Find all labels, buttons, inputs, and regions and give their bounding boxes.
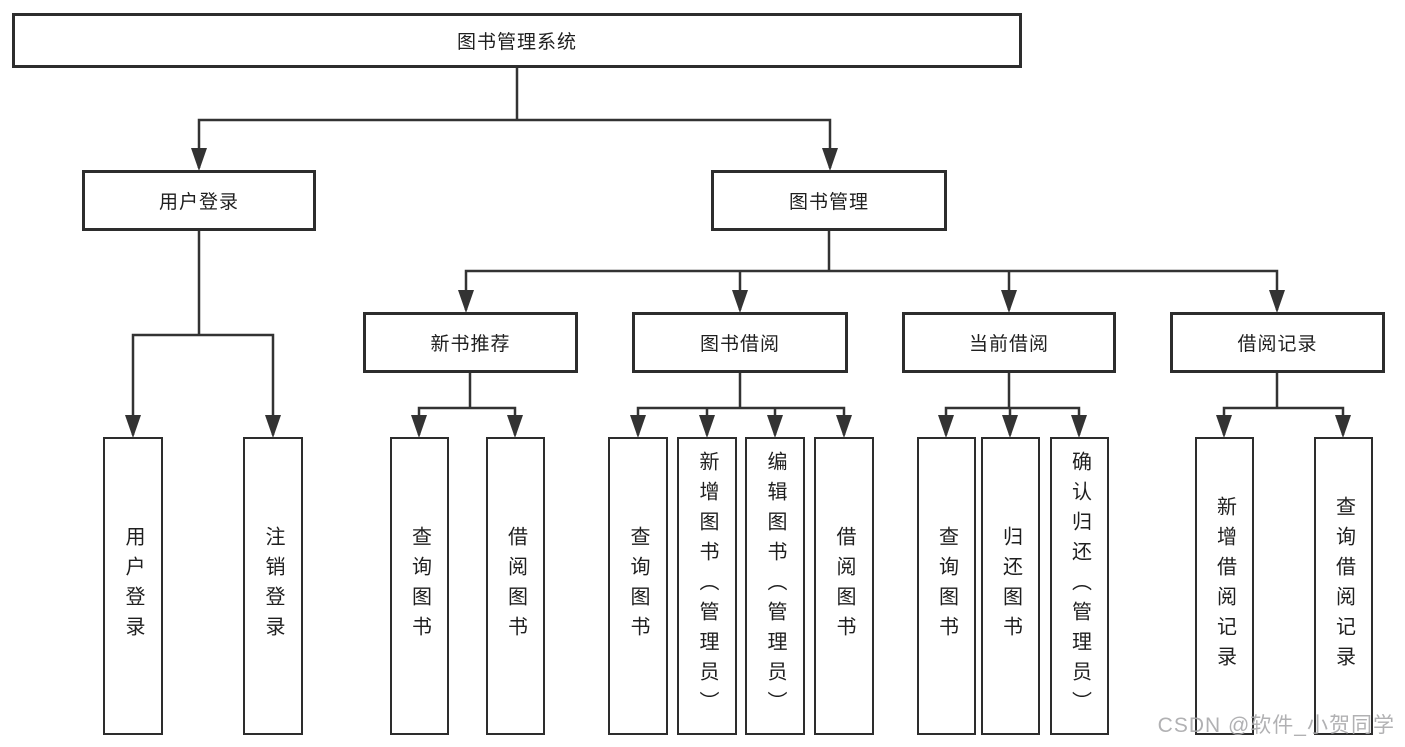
leaf-recommend-query-books: 查询图书 <box>390 437 449 735</box>
leaf-add-borrow-record: 新增借阅记录 <box>1195 437 1254 735</box>
watermark-csdn: CSDN @软件_小贺同学 <box>1157 714 1395 737</box>
leaf-confirm-return-admin: 确认归还（管理员） <box>1050 437 1109 735</box>
node-new-book-recommend: 新书推荐 <box>363 312 578 373</box>
leaf-borrowing-borrow-books: 借阅图书 <box>814 437 874 735</box>
leaf-return-books: 归还图书 <box>981 437 1040 735</box>
node-book-management: 图书管理 <box>711 170 947 231</box>
leaf-recommend-borrow-books: 借阅图书 <box>486 437 545 735</box>
leaf-borrowing-query-books: 查询图书 <box>608 437 668 735</box>
leaf-query-borrow-record: 查询借阅记录 <box>1314 437 1373 735</box>
node-borrow-records: 借阅记录 <box>1170 312 1385 373</box>
leaf-logout-login: 注销登录 <box>243 437 303 735</box>
node-user-login: 用户登录 <box>82 170 316 231</box>
node-library-management-system: 图书管理系统 <box>12 13 1022 68</box>
leaf-edit-book-admin: 编辑图书（管理员） <box>745 437 805 735</box>
leaf-current-query-books: 查询图书 <box>917 437 976 735</box>
node-current-borrowing: 当前借阅 <box>902 312 1116 373</box>
leaf-add-book-admin: 新增图书（管理员） <box>677 437 737 735</box>
leaf-user-login: 用户登录 <box>103 437 163 735</box>
node-book-borrowing: 图书借阅 <box>632 312 848 373</box>
